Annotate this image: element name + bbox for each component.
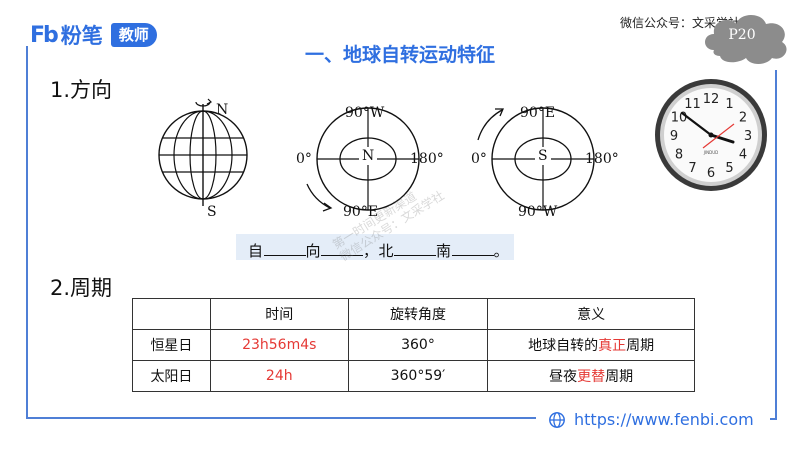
meaning-text: 昼夜 [549,369,578,385]
logo-badge: 教师 [110,23,157,47]
footer-url-text[interactable]: https://www.fenbi.com [574,410,754,429]
row-angle: 360° [347,329,489,361]
blank-1 [263,243,306,256]
south-view-top-label: 90°E [520,105,555,121]
table-row: 恒星日 23h56m4s 360° 地球自转的真正周期 [132,329,695,361]
row-time: 23h56m4s [209,329,349,361]
table-header-cell: 旋转角度 [347,298,489,330]
fill-text-3: ，北 [363,242,395,260]
clock-numeral: 8 [675,148,683,163]
north-view-bottom-label: 90°E [343,204,378,220]
globe-icon [549,411,565,428]
north-view-left-label: 0° [296,151,312,167]
clock-numeral: 1 [725,97,733,112]
blank-3 [394,243,437,256]
meaning-highlight: 更替 [577,369,606,385]
north-view-top-label: 90°W [345,105,385,121]
fill-text-4: 南 [436,242,452,260]
logo-mark: Fb [30,22,59,48]
globe-south-label: S [207,204,217,220]
direction-fill-in: 自 向 ，北 南 。 [236,234,514,260]
cloud-icon [705,15,787,64]
table-header-cell: 时间 [209,298,349,330]
clock-numeral: 11 [684,97,701,112]
meaning-text: 地球自转的 [528,338,599,354]
row-meaning: 地球自转的真正周期 [487,329,695,361]
fill-text-5: 。 [493,242,510,260]
row-meaning: 昼夜更替周期 [487,360,695,392]
logo-brand: 粉笔 [60,24,103,48]
row-name: 太阳日 [132,360,211,392]
direction-heading: 1.方向 [50,78,113,102]
south-pole-label: S [538,148,548,164]
page-number: P20 [728,27,756,43]
south-polar-diagram: S 90°E 0° 180° 90°W [471,105,619,220]
clock-numeral: 2 [739,111,747,126]
table-row: 太阳日 24h 360°59′ 昼夜更替周期 [132,360,695,392]
clock-numeral: 5 [725,161,733,176]
clock-numeral: 9 [670,129,678,144]
frame-left-line [26,46,28,418]
blank-4 [451,243,494,256]
clock-numeral: 4 [739,148,747,163]
north-polar-diagram: N 90°W 0° 180° 90°E [296,105,444,220]
blank-2 [321,243,364,256]
fill-text-1: 自 [248,242,264,260]
south-view-bottom-label: 90°W [518,204,558,220]
frame-bottom-right-line [770,418,777,420]
fenbi-logo: Fb 粉笔 教师 [30,20,157,50]
meaning-text: 周期 [626,338,655,354]
clock-numeral: 10 [671,111,688,126]
period-table: 时间 旋转角度 意义 恒星日 23h56m4s 360° 地球自转的真正周期 太… [132,298,695,392]
frame-bottom-line [26,417,536,419]
clock-numeral: 3 [744,129,752,144]
fill-text-2: 向 [305,242,322,260]
row-name: 恒星日 [132,329,211,361]
north-view-right-label: 180° [410,151,444,167]
row-angle: 360°59′ [347,360,489,392]
footer-url[interactable]: https://www.fenbi.com [548,410,754,429]
table-header-row: 时间 旋转角度 意义 [132,298,695,330]
wechat-account-label: 微信公众号：文采学社 [620,16,741,30]
south-view-left-label: 0° [471,151,487,167]
table-header-cell: 意义 [487,298,695,330]
clock-numeral: 12 [703,92,720,107]
row-time: 24h [209,360,349,392]
globe-north-label: N [216,102,228,118]
clock-numeral: 6 [707,166,715,181]
globe-diagram: N S [158,98,248,220]
north-pole-label: N [362,148,374,164]
south-view-right-label: 180° [585,151,619,167]
clock-brand: JINDUD [703,150,718,155]
meaning-text: 周期 [605,369,634,385]
period-heading: 2.周期 [50,276,113,300]
page-title: 一、地球自转运动特征 [304,44,495,66]
frame-right-line [775,70,777,420]
table-header-cell [132,298,211,330]
clock-numeral: 7 [688,161,696,176]
meaning-highlight: 真正 [598,338,627,354]
